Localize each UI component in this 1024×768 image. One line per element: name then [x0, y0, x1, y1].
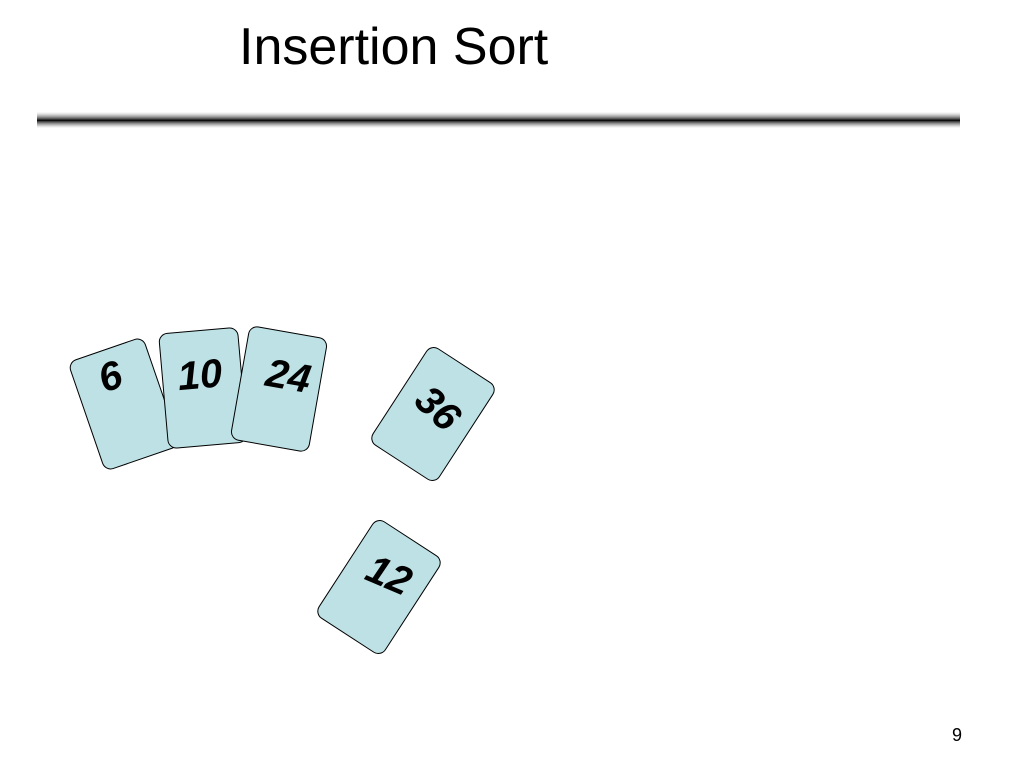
- card-10-label: 10: [175, 351, 224, 400]
- card-12: 12: [313, 516, 445, 658]
- card-12-label: 12: [359, 546, 418, 605]
- slide-title: Insertion Sort: [239, 18, 549, 76]
- card-6-label: 6: [92, 352, 129, 402]
- card-24: 24: [229, 324, 329, 454]
- title-divider: [37, 112, 960, 128]
- card-36: 36: [367, 343, 499, 485]
- page-number: 9: [951, 725, 962, 745]
- card-24-label: 24: [262, 350, 315, 402]
- card-36-label: 36: [406, 377, 469, 440]
